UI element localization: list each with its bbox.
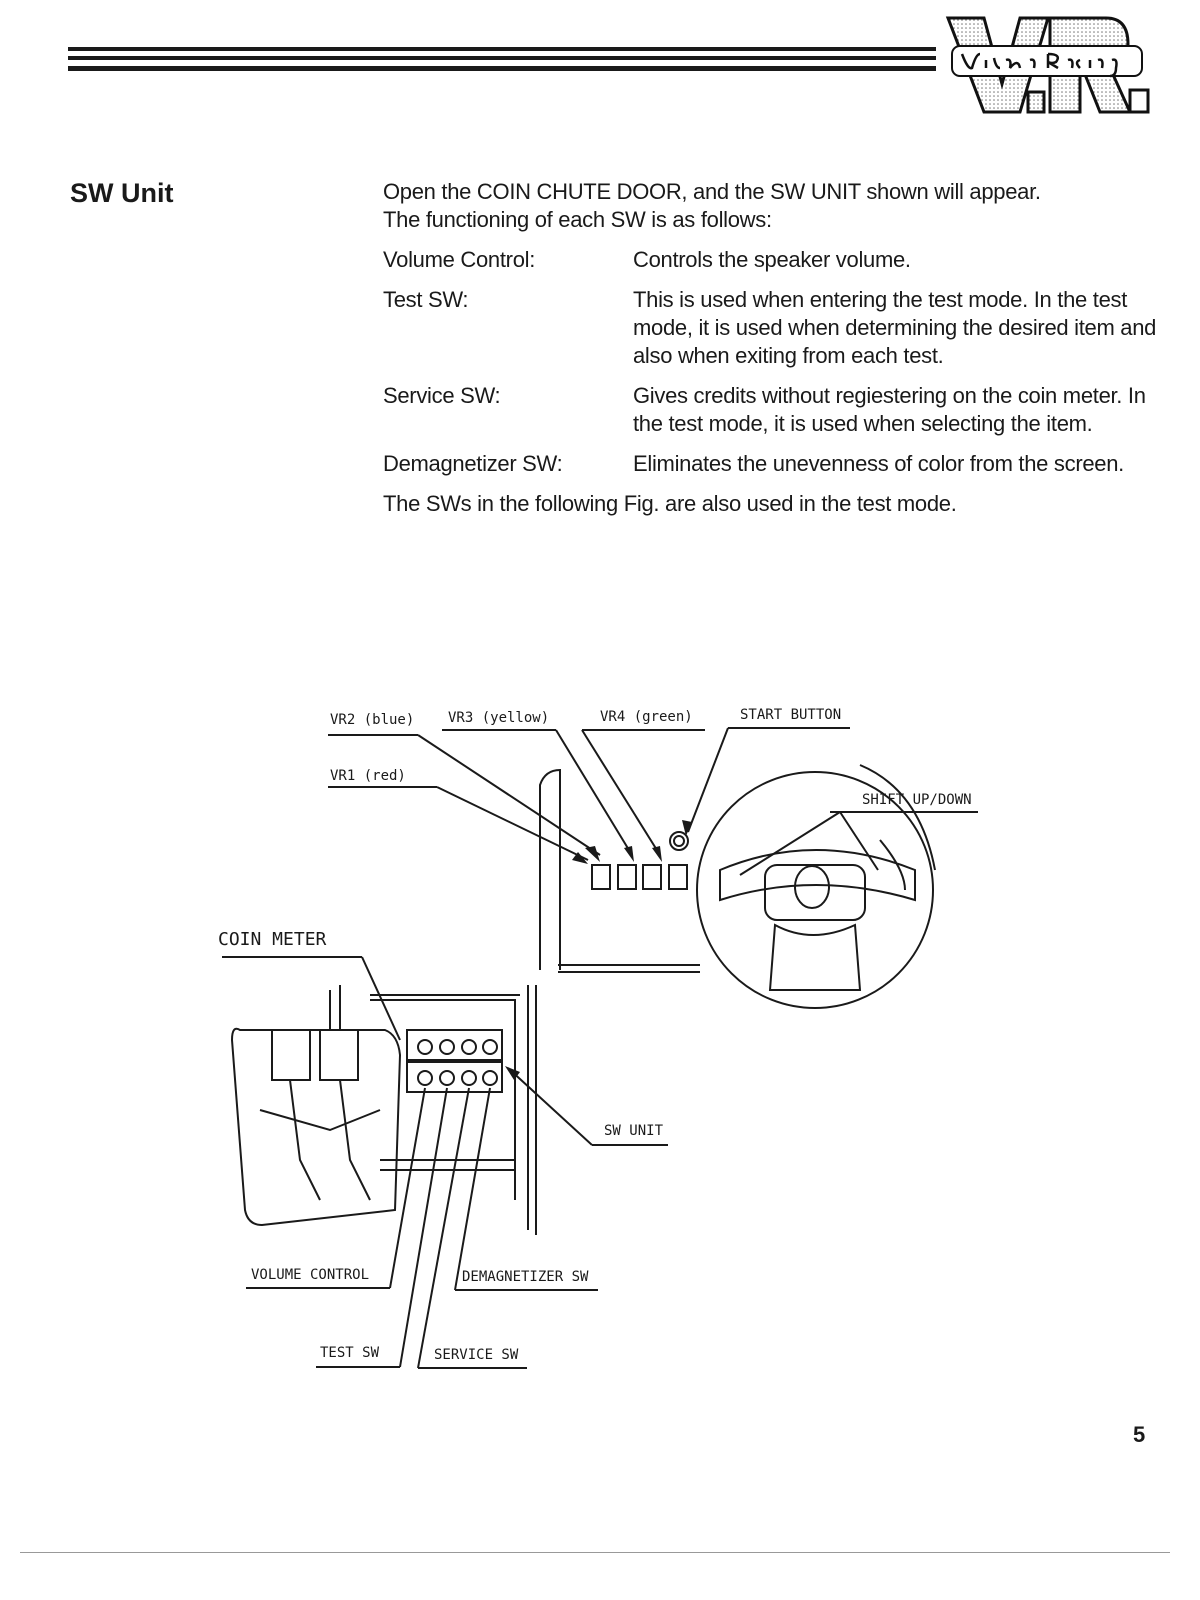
label-start-button: START BUTTON bbox=[740, 707, 842, 723]
label-volume-control: VOLUME CONTROL bbox=[251, 1267, 370, 1283]
label-test-sw: TEST SW bbox=[320, 1345, 380, 1361]
label-vr1: VR1 (red) bbox=[330, 768, 406, 784]
term-test-sw: Test SW: bbox=[383, 287, 469, 312]
desc-volume-control: Controls the speaker volume. bbox=[633, 247, 911, 272]
label-service-sw: SERVICE SW bbox=[434, 1347, 519, 1363]
label-vr2: VR2 (blue) bbox=[330, 712, 415, 728]
intro-line-1: Open the COIN CHUTE DOOR, and the SW UNI… bbox=[383, 179, 1041, 204]
desc-test-sw: This is used when entering the test mode… bbox=[633, 287, 1157, 368]
label-shift: SHIFT UP/DOWN bbox=[862, 792, 972, 808]
desc-demagnetizer-sw: Eliminates the unevenness of color from … bbox=[633, 451, 1124, 476]
label-vr3: VR3 (yellow) bbox=[448, 710, 550, 726]
closing-text: The SWs in the following Fig. are also u… bbox=[383, 491, 957, 516]
term-volume-control: Volume Control: bbox=[383, 247, 536, 272]
term-demagnetizer-sw: Demagnetizer SW: bbox=[383, 451, 563, 476]
intro-line-2: The functioning of each SW is as follows… bbox=[383, 207, 772, 232]
switch-definition-list: Volume Control: Controls the speaker vol… bbox=[383, 246, 1183, 478]
virtua-racing-logo bbox=[944, 14, 1154, 118]
header-rule-1 bbox=[68, 47, 936, 51]
label-coin-meter: COIN METER bbox=[218, 929, 327, 950]
term-service-sw: Service SW: bbox=[383, 383, 501, 408]
header-rule-3 bbox=[68, 66, 936, 71]
footer-rule bbox=[20, 1552, 1170, 1553]
section-title: SW Unit bbox=[70, 178, 174, 208]
label-sw-unit: SW UNIT bbox=[604, 1123, 664, 1139]
desc-service-sw: Gives credits without regiestering on th… bbox=[633, 383, 1146, 436]
section-body: Open the COIN CHUTE DOOR, and the SW UNI… bbox=[383, 178, 1183, 518]
label-demagnetizer-sw: DEMAGNETIZER SW bbox=[462, 1269, 589, 1285]
label-vr4: VR4 (green) bbox=[600, 709, 693, 725]
page-number: 5 bbox=[1133, 1422, 1146, 1447]
header-rule-2 bbox=[68, 56, 936, 60]
